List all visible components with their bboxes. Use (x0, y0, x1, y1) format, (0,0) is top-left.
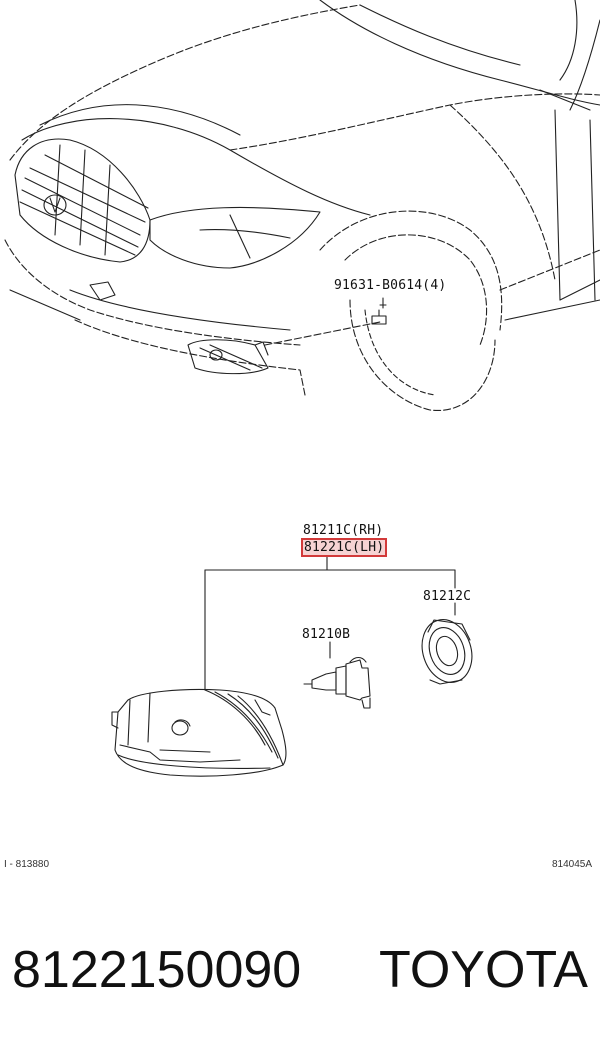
callout-bolt: 91631-B0614(4) (334, 278, 447, 293)
callout-assembly-rh: 81211C(RH) (303, 523, 384, 538)
fog-lamp-assembly (111, 688, 287, 777)
reference-code-right: 814045A (552, 859, 593, 870)
parts-diagram (4, 0, 600, 777)
part-number: 8122150090 (12, 941, 302, 999)
highlighted-part-number: 81221C(LH) (300, 538, 388, 557)
car-front-illustration (4, 0, 600, 411)
reference-code-left: I - 813880 (4, 859, 50, 870)
bulb (303, 656, 371, 709)
brand-name: TOYOTA (379, 941, 588, 999)
exploded-parts (111, 555, 473, 777)
callout-assembly-lh: 81221C(LH) (300, 538, 388, 557)
part-caption: 8122150090 TOYOTA (0, 935, 600, 1005)
callout-bulb: 81210B (302, 627, 351, 642)
socket-ring (421, 619, 473, 685)
callout-socket: 81212C (423, 589, 472, 604)
